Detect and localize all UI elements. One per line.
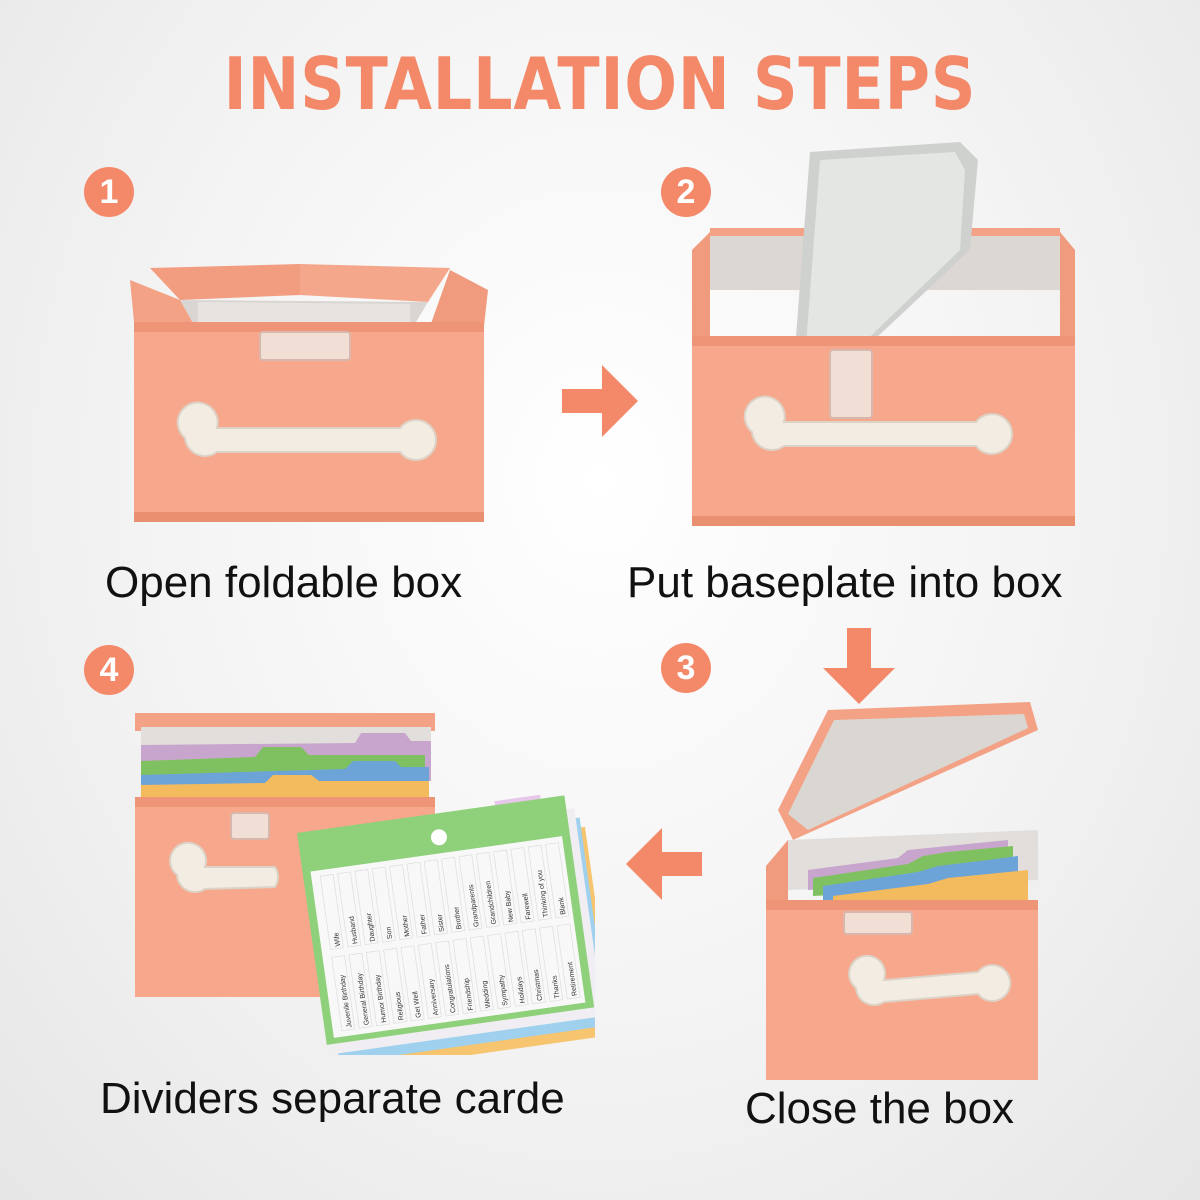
- arrow-down-icon: [823, 628, 895, 704]
- divider-label: Brother: [453, 905, 463, 929]
- divider-label: Thanks: [551, 975, 561, 999]
- divider-label-box: [475, 852, 500, 928]
- step-3-image: [766, 702, 1038, 1080]
- divider-label: Get Well: [412, 990, 423, 1018]
- divider-label-box: [319, 874, 344, 950]
- arrow-right-icon: [562, 365, 638, 437]
- divider-label-box: [383, 947, 408, 1024]
- divider-label-box: [504, 930, 529, 1007]
- step-2-caption: Put baseplate into box: [627, 558, 1063, 607]
- divider-label-box: [400, 945, 425, 1022]
- divider-label: Husband: [349, 916, 360, 945]
- divider-label-box: [510, 847, 535, 924]
- divider-label-box: [371, 866, 396, 943]
- divider-label-box: [389, 864, 414, 941]
- step-1-caption: Open foldable box: [105, 558, 463, 607]
- divider-label-box: [337, 871, 362, 948]
- divider-label: Father: [419, 913, 429, 935]
- step-4-caption: Dividers separate carde: [100, 1074, 565, 1123]
- divider-label: Sympathy: [498, 974, 509, 1006]
- divider-label-box: [493, 849, 518, 926]
- divider-label: Retirement: [567, 961, 579, 996]
- divider-label: Holidays: [516, 976, 527, 1004]
- divider-label: Son: [385, 926, 394, 939]
- divider-label-box: [348, 952, 373, 1029]
- divider-label: Friendship: [463, 977, 474, 1010]
- divider-label: Christmas: [533, 969, 544, 1002]
- divider-label-box: [521, 928, 546, 1005]
- divider-label-box: [487, 933, 512, 1010]
- divider-label: Farewell: [522, 892, 533, 920]
- page-title: INSTALLATION STEPS: [223, 42, 977, 126]
- divider-label-box: [354, 869, 379, 945]
- step-4-badge: 4: [84, 645, 134, 695]
- divider-label-box: [545, 842, 570, 919]
- divider-label-box: [417, 943, 442, 1019]
- divider-label-box: [458, 854, 483, 931]
- step-1-badge: 1: [84, 167, 134, 217]
- divider-label: Wife: [333, 932, 342, 947]
- divider-label-box: [452, 938, 477, 1014]
- divider-label-box: [527, 844, 552, 921]
- divider-label: Daughter: [366, 912, 377, 942]
- divider-label-box: [539, 926, 564, 1002]
- step-2-image: [692, 142, 1075, 526]
- divider-label: Religious: [395, 991, 406, 1021]
- divider-label: Wedding: [481, 980, 492, 1008]
- step-3-badge: 3: [661, 643, 711, 693]
- step-1-image: [130, 264, 488, 522]
- divider-label-box: [423, 859, 448, 936]
- divider-label-box: [406, 861, 431, 938]
- divider-label: Mother: [401, 914, 411, 937]
- step-3-caption: Close the box: [745, 1084, 1015, 1133]
- arrow-left-icon: [626, 828, 702, 900]
- divider-label-box: [435, 940, 460, 1017]
- divider-label: Sister: [437, 913, 447, 932]
- divider-label-box: [331, 955, 356, 1032]
- divider-label-box: [365, 950, 390, 1027]
- divider-label-box: [556, 923, 581, 1000]
- step-2-badge: 2: [661, 167, 711, 217]
- divider-label: Blank: [558, 896, 567, 915]
- divider-label: New Baby: [504, 889, 515, 922]
- divider-label-box: [469, 935, 494, 1012]
- divider-label-box: [441, 856, 466, 933]
